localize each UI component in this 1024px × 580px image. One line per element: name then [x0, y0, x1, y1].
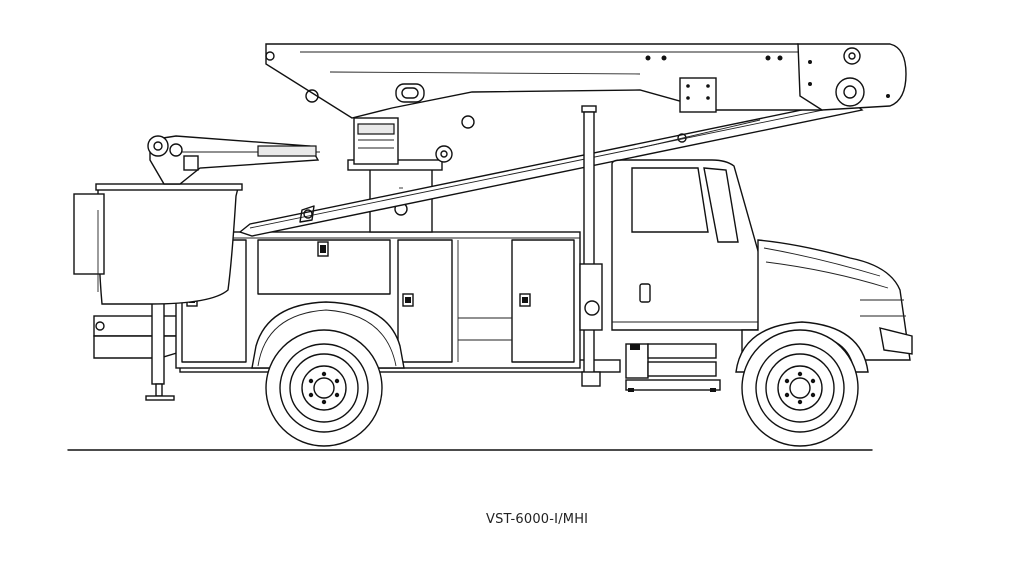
control-box: [353, 117, 453, 165]
rear-wheel: [265, 329, 383, 447]
front-wheel: [741, 329, 859, 447]
bucket: [73, 183, 243, 305]
boom-rest-post: [579, 105, 603, 387]
compartment-door-2: [397, 239, 453, 363]
lower-boom: [238, 99, 864, 237]
compartment-door-top: [257, 239, 391, 295]
compartment-door-3: [511, 239, 575, 363]
upper-boom: [265, 43, 907, 129]
model-label: VST-6000-I/MHI: [486, 512, 589, 527]
truck-cab: [611, 159, 761, 331]
jib-arm: [147, 135, 320, 185]
step-and-tank: [625, 343, 721, 392]
